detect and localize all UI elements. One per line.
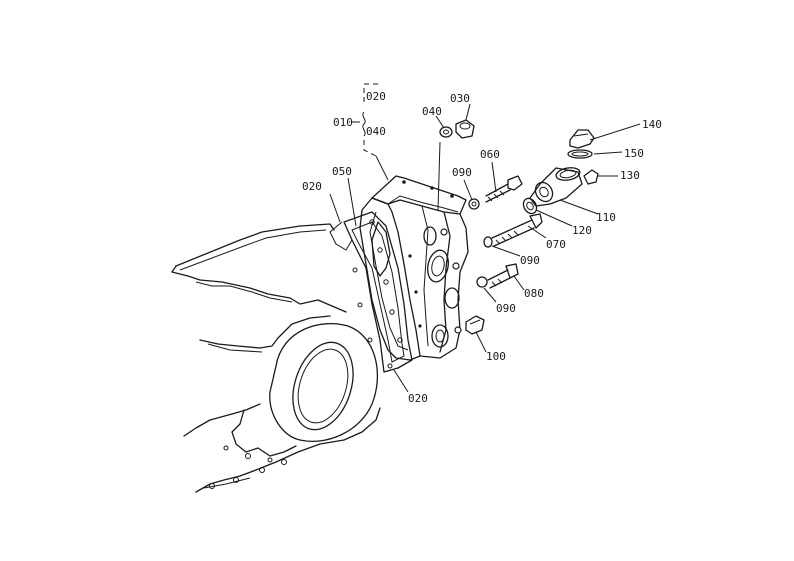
label-050: 050	[332, 165, 352, 178]
part-labels: 020 010 040 040 030 060 090 020 050 070 …	[302, 90, 662, 405]
bolt-070	[483, 213, 543, 248]
label-090-top: 090	[452, 166, 472, 179]
label-040-group: 040	[366, 125, 386, 138]
gear-case-housing	[359, 175, 469, 361]
label-120: 120	[572, 224, 592, 237]
label-010: 010	[333, 116, 353, 129]
label-060: 060	[480, 148, 500, 161]
label-020-group: 020	[366, 90, 386, 103]
bolt-130	[583, 169, 599, 185]
gasket	[329, 211, 413, 373]
label-070: 070	[546, 238, 566, 251]
cap-140	[569, 129, 595, 149]
label-100: 100	[486, 350, 506, 363]
label-150: 150	[624, 147, 644, 160]
nut-030	[455, 119, 475, 139]
engine-block	[171, 223, 381, 493]
filler-neck-110	[529, 167, 583, 207]
leader-lines	[329, 103, 641, 393]
gasket-120	[522, 197, 538, 215]
label-080: 080	[524, 287, 544, 300]
bolt-060	[485, 175, 523, 203]
label-130: 130	[620, 169, 640, 182]
assembly-group-bracket	[352, 83, 389, 181]
label-110: 110	[596, 211, 616, 224]
label-140: 140	[642, 118, 662, 131]
label-020-left: 020	[302, 180, 322, 193]
washer-040	[439, 126, 453, 138]
washer-090-top	[468, 198, 480, 210]
label-030: 030	[450, 92, 470, 105]
label-090-middle: 090	[520, 254, 540, 267]
label-040: 040	[422, 105, 442, 118]
o-ring-150	[567, 149, 593, 159]
bolt-100	[465, 315, 485, 335]
label-020-bottom: 020	[408, 392, 428, 405]
bolt-080	[476, 263, 519, 289]
stud-leader	[437, 141, 441, 211]
label-090-bottom: 090	[496, 302, 516, 315]
